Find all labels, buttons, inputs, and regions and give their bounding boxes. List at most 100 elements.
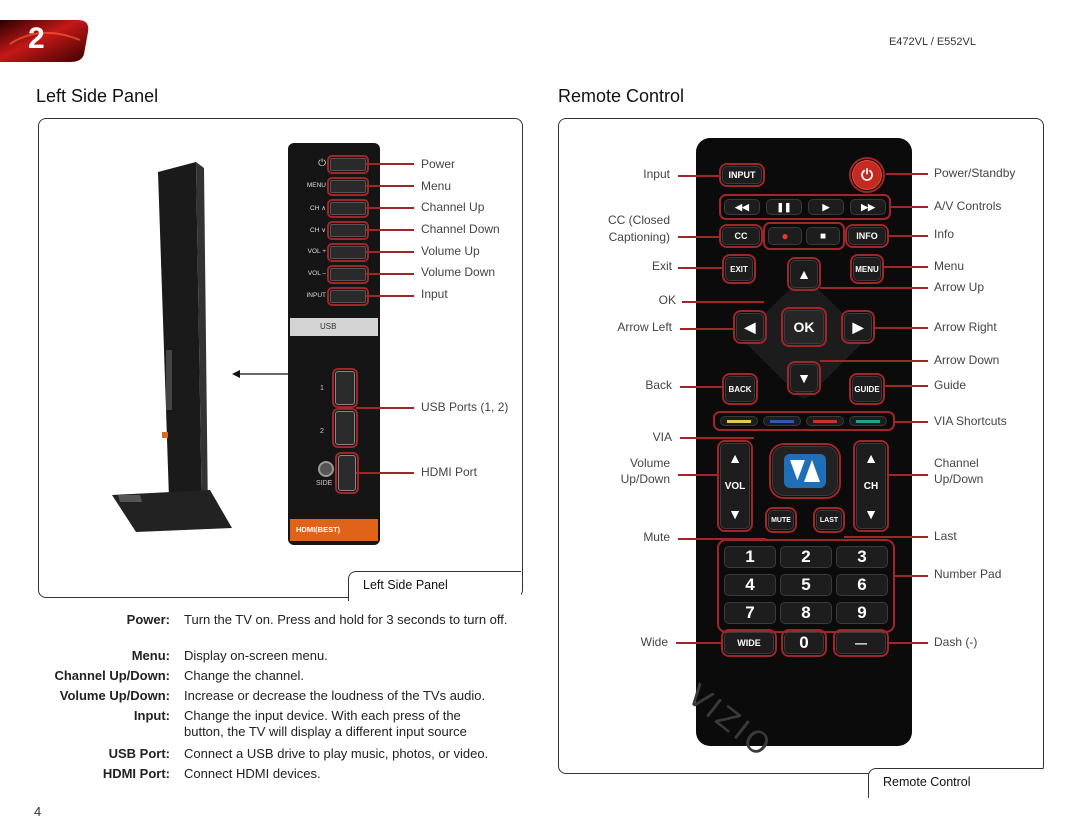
fast-forward-button[interactable]: ▶▶ — [850, 199, 886, 215]
remote-buttons: INPUT ⏻ ◀◀ ❚❚ ▶ ▶▶ CC ● ■ INFO EXIT MENU… — [680, 138, 912, 766]
desc-text-hdmi: Connect HDMI devices. — [184, 766, 321, 781]
pause-button[interactable]: ❚❚ — [766, 199, 802, 215]
number-2-button[interactable]: 2 — [780, 546, 832, 568]
power-button[interactable]: ⏻ — [849, 157, 885, 193]
number-7-button[interactable]: 7 — [724, 602, 776, 624]
desc-text-usb: Connect a USB drive to play music, photo… — [184, 746, 489, 761]
chapter-number: 2 — [28, 22, 45, 55]
desc-term-volume: Volume Up/Down: — [59, 688, 170, 703]
arrow-left-button[interactable]: ◀ — [733, 310, 767, 344]
panel-volume-up-button[interactable] — [327, 243, 369, 262]
record-icon: ● — [781, 229, 789, 243]
panel-channel-up-button[interactable] — [327, 199, 369, 218]
mute-button[interactable]: MUTE — [765, 507, 797, 533]
usb-port-1[interactable] — [332, 368, 358, 408]
callout-arrow-right: Arrow Right — [934, 320, 997, 334]
number-5-button[interactable]: 5 — [780, 574, 832, 596]
via-shortcut-green[interactable] — [849, 416, 887, 426]
ok-button[interactable]: OK — [781, 307, 827, 347]
usb-label: USB — [320, 322, 337, 331]
callout-channel-down: Channel Down — [421, 222, 500, 236]
volume-down-icon: ▼ — [728, 506, 742, 522]
callout-usb-ports: USB Ports (1, 2) — [421, 400, 509, 414]
arrow-left-icon: ◀ — [744, 318, 756, 335]
record-button[interactable]: ● — [768, 227, 802, 245]
channel-rocker[interactable]: ▲ CH ▼ — [853, 440, 889, 532]
rewind-button[interactable]: ◀◀ — [724, 199, 760, 215]
usb-port-2[interactable] — [332, 408, 358, 448]
number-9-button[interactable]: 9 — [836, 602, 888, 624]
desc-text-input: Change the input device. With each press… — [184, 708, 467, 739]
callout-volume-up: Volume Up — [421, 244, 480, 258]
power-icon: ⏻ — [861, 166, 873, 184]
number-1-button[interactable]: 1 — [724, 546, 776, 568]
callout-ok: OK — [658, 293, 676, 307]
panel-volup-label: VOL + — [307, 248, 326, 255]
desc-text-power: Turn the TV on. Press and hold for 3 sec… — [184, 612, 508, 627]
volume-up-icon: ▲ — [728, 450, 742, 466]
cc-button[interactable]: CC — [719, 224, 763, 248]
panel-volume-down-button[interactable] — [327, 265, 369, 284]
via-shortcut-blue[interactable] — [763, 416, 801, 426]
panel-menu-label: MENU — [306, 182, 326, 189]
via-button[interactable] — [769, 443, 841, 499]
desc-text-channel: Change the channel. — [184, 668, 304, 683]
play-button[interactable]: ▶ — [808, 199, 844, 215]
guide-button[interactable]: GUIDE — [849, 373, 885, 405]
exit-button[interactable]: EXIT — [722, 254, 756, 284]
model-number: E472VL / E552VL — [888, 36, 976, 48]
channel-up-icon: ▲ — [864, 450, 878, 466]
remote-caption: Remote Control — [868, 768, 1043, 798]
menu-button[interactable]: MENU — [850, 254, 884, 284]
number-3-button[interactable]: 3 — [836, 546, 888, 568]
last-button[interactable]: LAST — [813, 507, 845, 533]
callout-guide: Guide — [934, 378, 967, 392]
vol-label: VOL — [724, 480, 746, 492]
callout-last: Last — [934, 529, 957, 543]
info-button[interactable]: INFO — [845, 224, 889, 248]
chapter-badge: 2 — [0, 14, 90, 64]
via-logo-icon — [784, 454, 826, 488]
stop-button[interactable]: ■ — [806, 227, 840, 245]
side-panel-controls: ⏻ MENU CH ∧ CH ∨ VOL + VOL – INPUT USB 1… — [288, 143, 380, 545]
hdmi-port[interactable] — [335, 452, 359, 494]
input-button[interactable]: INPUT — [719, 163, 765, 187]
number-4-button[interactable]: 4 — [724, 574, 776, 596]
panel-voldown-label: VOL – — [307, 270, 326, 277]
callout-mute: Mute — [643, 530, 670, 544]
number-6-button[interactable]: 6 — [836, 574, 888, 596]
wide-button[interactable]: WIDE — [721, 629, 777, 657]
desc-term-usb: USB Port: — [108, 746, 170, 761]
arrow-down-button[interactable]: ▼ — [787, 361, 821, 395]
usb-port-1-number: 1 — [320, 385, 324, 392]
panel-power-button[interactable] — [327, 155, 369, 174]
callout-channel: Channel Up/Down — [934, 456, 984, 486]
left-panel-frame — [38, 118, 523, 598]
desc-text-volume: Increase or decrease the loudness of the… — [184, 688, 486, 703]
stop-icon: ■ — [819, 230, 827, 242]
dash-button[interactable]: — — [833, 629, 889, 657]
back-button[interactable]: BACK — [722, 373, 758, 405]
number-0-button[interactable]: 0 — [781, 629, 827, 657]
pause-icon: ❚❚ — [776, 201, 792, 212]
panel-input-button[interactable] — [327, 287, 369, 306]
panel-menu-button[interactable] — [327, 177, 369, 196]
page-number: 4 — [34, 804, 42, 819]
via-shortcut-yellow[interactable] — [720, 416, 758, 426]
desc-term-power: Power: — [126, 612, 170, 627]
desc-term-menu: Menu: — [131, 648, 170, 663]
arrow-up-button[interactable]: ▲ — [787, 257, 821, 291]
panel-channel-down-button[interactable] — [327, 221, 369, 240]
callout-power-standby: Power/Standby — [934, 166, 1016, 180]
side-label: SIDE — [316, 480, 333, 487]
callout-input-remote: Input — [643, 167, 670, 181]
desc-text-menu: Display on-screen menu. — [184, 648, 328, 663]
remote-control-title: Remote Control — [558, 86, 685, 106]
callout-hdmi-port: HDMI Port — [421, 465, 478, 479]
panel-power-label: ⏻ — [318, 158, 326, 169]
arrow-up-icon: ▲ — [797, 266, 811, 282]
volume-rocker[interactable]: ▲ VOL ▼ — [717, 440, 753, 532]
via-shortcut-red[interactable] — [806, 416, 844, 426]
number-8-button[interactable]: 8 — [780, 602, 832, 624]
arrow-right-button[interactable]: ▶ — [841, 310, 875, 344]
